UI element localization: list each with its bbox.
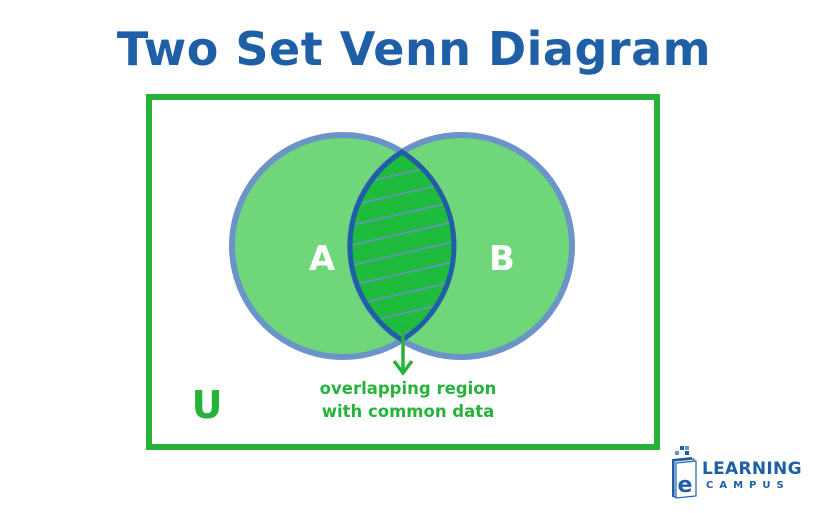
set-a-label: A <box>309 239 336 279</box>
elearning-campus-logo: e LEARNING CAMPUS <box>668 445 820 501</box>
page-title: Two Set Venn Diagram <box>116 22 712 76</box>
logo-word-campus: CAMPUS <box>706 480 790 491</box>
universe-frame <box>146 94 660 450</box>
arrow-icon <box>392 326 414 376</box>
svg-text:e: e <box>678 473 693 498</box>
set-b-label: B <box>489 239 515 279</box>
universe-label: U <box>192 383 223 427</box>
logo-word-learning: LEARNING <box>702 459 802 479</box>
annotation-line-1: overlapping region <box>320 379 497 398</box>
annotation-line-2: with common data <box>322 402 495 421</box>
logo-mark-icon: e <box>672 446 697 499</box>
